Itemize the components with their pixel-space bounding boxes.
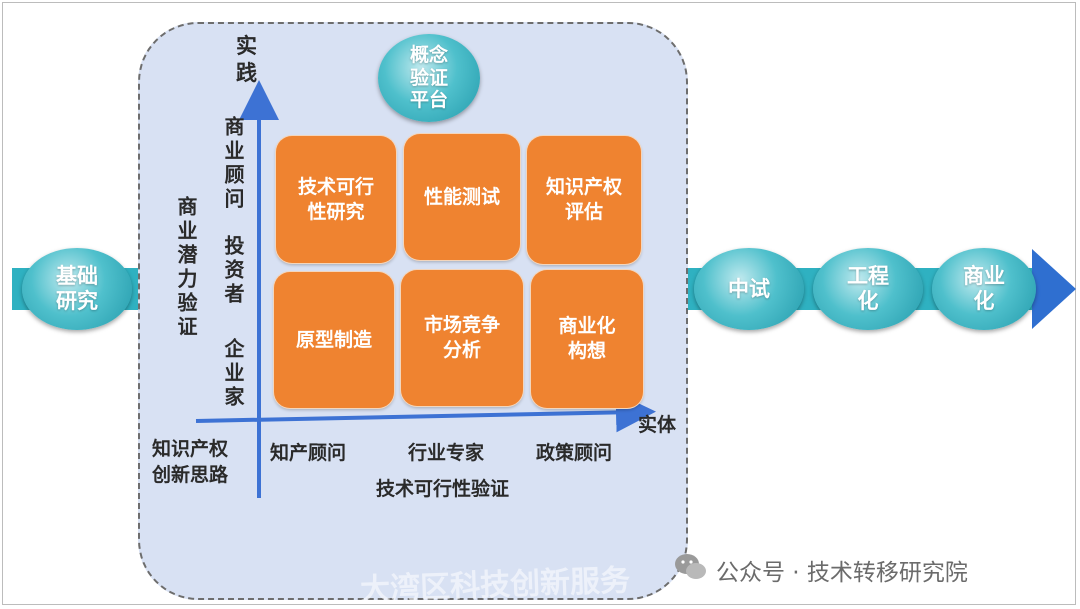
x-tick-ip-consultant: 知产顾问 [270,442,347,464]
stage-basic-research-label: 基础 研究 [56,264,98,313]
stage-basic-research: 基础 研究 [22,248,132,330]
cell-market-competition: 市场竞争 分析 [401,270,523,406]
y-axis-label: 实践 [236,34,257,86]
x-axis-title: 技术可行性验证 [376,478,510,500]
watermark-right: 公众号 · 技术转移研究院 [716,560,968,586]
cell-feasibility-research: 技术可行 性研究 [276,136,396,263]
stage-pilot: 中试 [694,248,804,330]
cell-commercialization-concept-label: 商业化 构想 [558,315,616,362]
stage-engineering: 工程 化 [813,248,923,330]
cell-feasibility-research-label: 技术可行 性研究 [297,175,374,223]
wechat-icon [675,554,706,579]
x-tick-policy-consultant: 政策顾问 [536,442,613,464]
cell-ip-assessment-label: 知识产权 评估 [545,176,622,223]
y-label-investor: 投资者 [221,235,245,307]
stage-pilot-label: 中试 [728,276,770,301]
x-tick-industry-expert: 行业专家 [408,442,485,464]
y-label-entrepreneur: 企业家 [221,338,245,410]
cell-market-competition-label: 市场竞争 分析 [423,314,500,361]
cell-prototype-manufacturing-label: 原型制造 [295,328,372,351]
cell-commercialization-concept: 商业化 构想 [531,270,643,408]
stage-commercialization: 商业 化 [932,248,1036,330]
cell-performance-testing-label: 性能测试 [423,185,500,208]
cell-performance-testing: 性能测试 [404,134,520,260]
platform-label: 概念 验证 平台 [409,44,448,112]
stage-engineering-label: 工程 化 [847,264,889,313]
platform-circle: 概念 验证 平台 [378,34,480,122]
x-axis-label: 实体 [638,414,677,436]
y-label-business-consultant: 商业顾问 [221,116,245,212]
y-outer-label: 商业潜力验证 [174,196,198,340]
cell-prototype-manufacturing: 原型制造 [274,272,394,408]
process-arrow-head [1032,249,1076,329]
watermark-left: 大湾区科技创新服务 [359,563,631,608]
stage-commercialization-label: 商业 化 [963,264,1005,313]
x-axis-line [195,392,656,433]
corner-label: 知识产权 创新思路 [152,438,229,486]
cell-ip-assessment: 知识产权 评估 [527,136,641,264]
